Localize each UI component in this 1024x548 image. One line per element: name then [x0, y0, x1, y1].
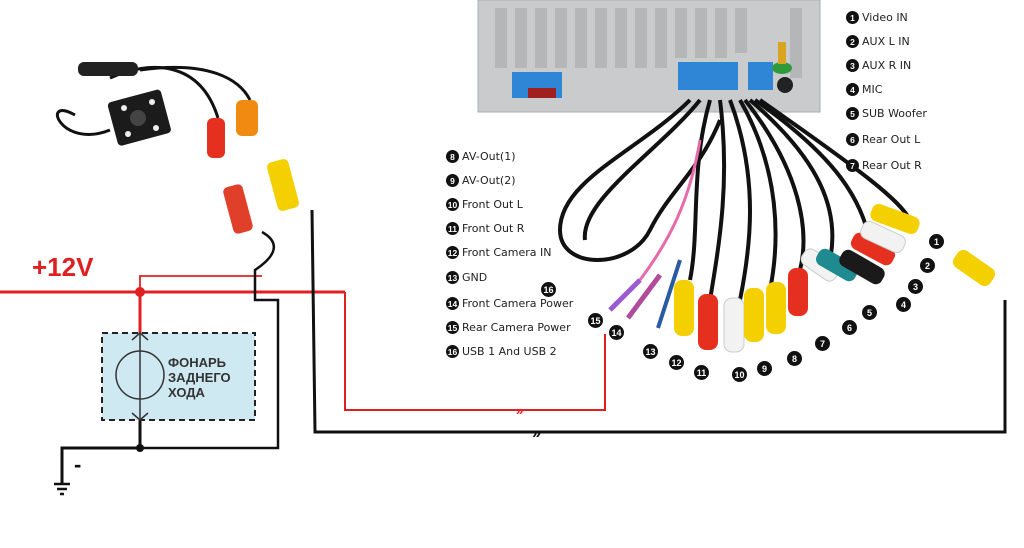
- legend-label: AV-Out(1): [462, 150, 516, 163]
- power-junction: [135, 287, 145, 297]
- number-badge: 5: [846, 107, 859, 120]
- plug-marker: 9: [757, 361, 772, 376]
- reverse-lamp: [101, 332, 256, 421]
- plug-marker: 3: [908, 279, 923, 294]
- ground-label: -: [74, 452, 82, 477]
- arrow-icon: »: [516, 403, 523, 418]
- lamp-label-line: ФОНАРЬ: [168, 355, 226, 370]
- number-badge: 9: [446, 174, 459, 187]
- number-badge: 1: [846, 11, 859, 24]
- ground-junction: [136, 444, 144, 452]
- legend-label: AUX L IN: [862, 35, 910, 48]
- number-badge: 3: [846, 59, 859, 72]
- plug-marker: 8: [787, 351, 802, 366]
- legend-label: AUX R IN: [862, 59, 912, 72]
- plug-marker: 4: [896, 297, 911, 312]
- number-badge: 6: [846, 133, 859, 146]
- legend-label: Front Camera Power: [462, 297, 574, 310]
- number-badge: 13: [446, 271, 459, 284]
- plug-marker: 6: [842, 320, 857, 335]
- plug-marker: 1: [929, 234, 944, 249]
- legend-label: SUB Woofer: [862, 107, 927, 120]
- cable-bundle: [557, 98, 912, 301]
- number-badge: 7: [846, 159, 859, 172]
- rca-plugs-outputs: [674, 268, 808, 353]
- number-badge: 15: [446, 321, 459, 334]
- plug-marker: 13: [643, 344, 658, 359]
- number-badge: 16: [446, 345, 459, 358]
- number-badge: 10: [446, 198, 459, 211]
- rear-camera: [56, 62, 299, 234]
- power-wires: [0, 275, 606, 411]
- plug-marker: 15: [588, 313, 603, 328]
- number-badge: 2: [846, 35, 859, 48]
- legend-label: Video IN: [862, 11, 908, 24]
- legend-label: GND: [462, 271, 488, 284]
- blue-connector-main: [678, 62, 738, 90]
- number-badge: 8: [446, 150, 459, 163]
- legend-label: USB 1 And USB 2: [462, 345, 557, 358]
- lamp-label-line: ЗАДНЕГО: [168, 370, 231, 385]
- number-badge: 11: [446, 222, 459, 235]
- plug-marker: 12: [669, 355, 684, 370]
- lamp-label-line: ХОДА: [168, 385, 205, 400]
- plug-marker: 10: [732, 367, 747, 382]
- plug-marker: 16: [541, 282, 556, 297]
- legend-label: Front Out R: [462, 222, 525, 235]
- number-badge: 4: [846, 83, 859, 96]
- legend-label: MIC: [862, 83, 883, 96]
- plug-marker: 5: [862, 305, 877, 320]
- legend-label: AV-Out(2): [462, 174, 516, 187]
- legend-label: Rear Out R: [862, 159, 922, 172]
- plug-marker: 11: [694, 365, 709, 380]
- legend-label: Rear Camera Power: [462, 321, 571, 334]
- ground-symbol-icon: [54, 482, 70, 496]
- plug-marker: 14: [609, 325, 624, 340]
- plug-marker: 7: [815, 336, 830, 351]
- lamp-label: ФОНАРЬ ЗАДНЕГО ХОДА: [168, 355, 231, 400]
- voltage-label: +12V: [32, 252, 94, 282]
- legend-label: Front Camera IN: [462, 246, 552, 259]
- head-unit: [477, 0, 821, 113]
- ground-wires: [60, 209, 1007, 484]
- rca-plugs-inputs: [800, 203, 996, 287]
- legend-label: Front Out L: [462, 198, 523, 211]
- legend-label: Rear Out L: [862, 133, 921, 146]
- arrow-icon: »: [532, 425, 541, 442]
- number-badge: 12: [446, 246, 459, 259]
- number-badge: 14: [446, 297, 459, 310]
- plug-marker: 2: [920, 258, 935, 273]
